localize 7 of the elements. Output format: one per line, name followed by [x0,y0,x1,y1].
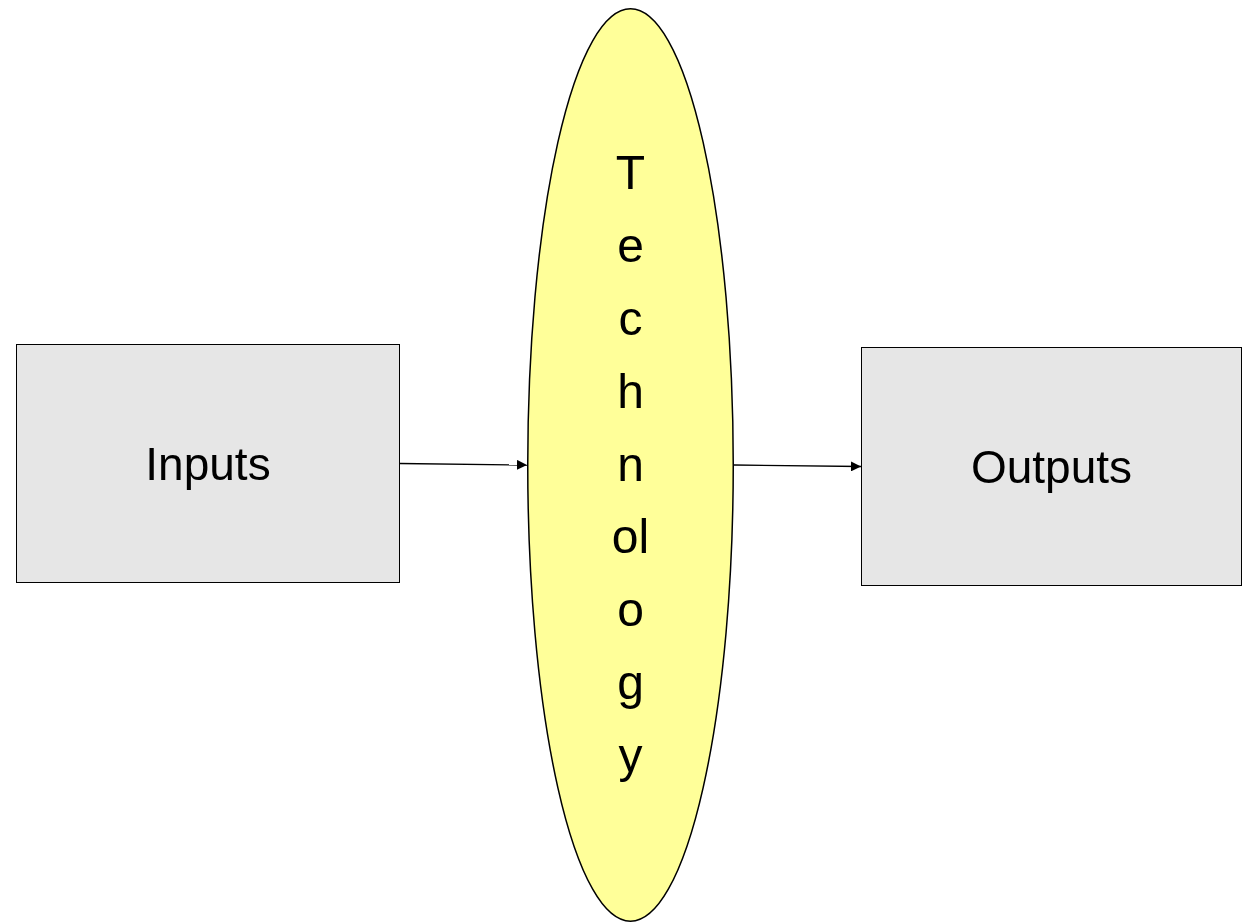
process-box [861,347,1242,586]
arrow [399,459,528,470]
vertical-label: Technology [610,144,651,785]
box-label: Outputs [970,439,1133,494]
box-label: Inputs [145,436,271,491]
process-box [16,344,400,583]
arrow [733,461,862,472]
